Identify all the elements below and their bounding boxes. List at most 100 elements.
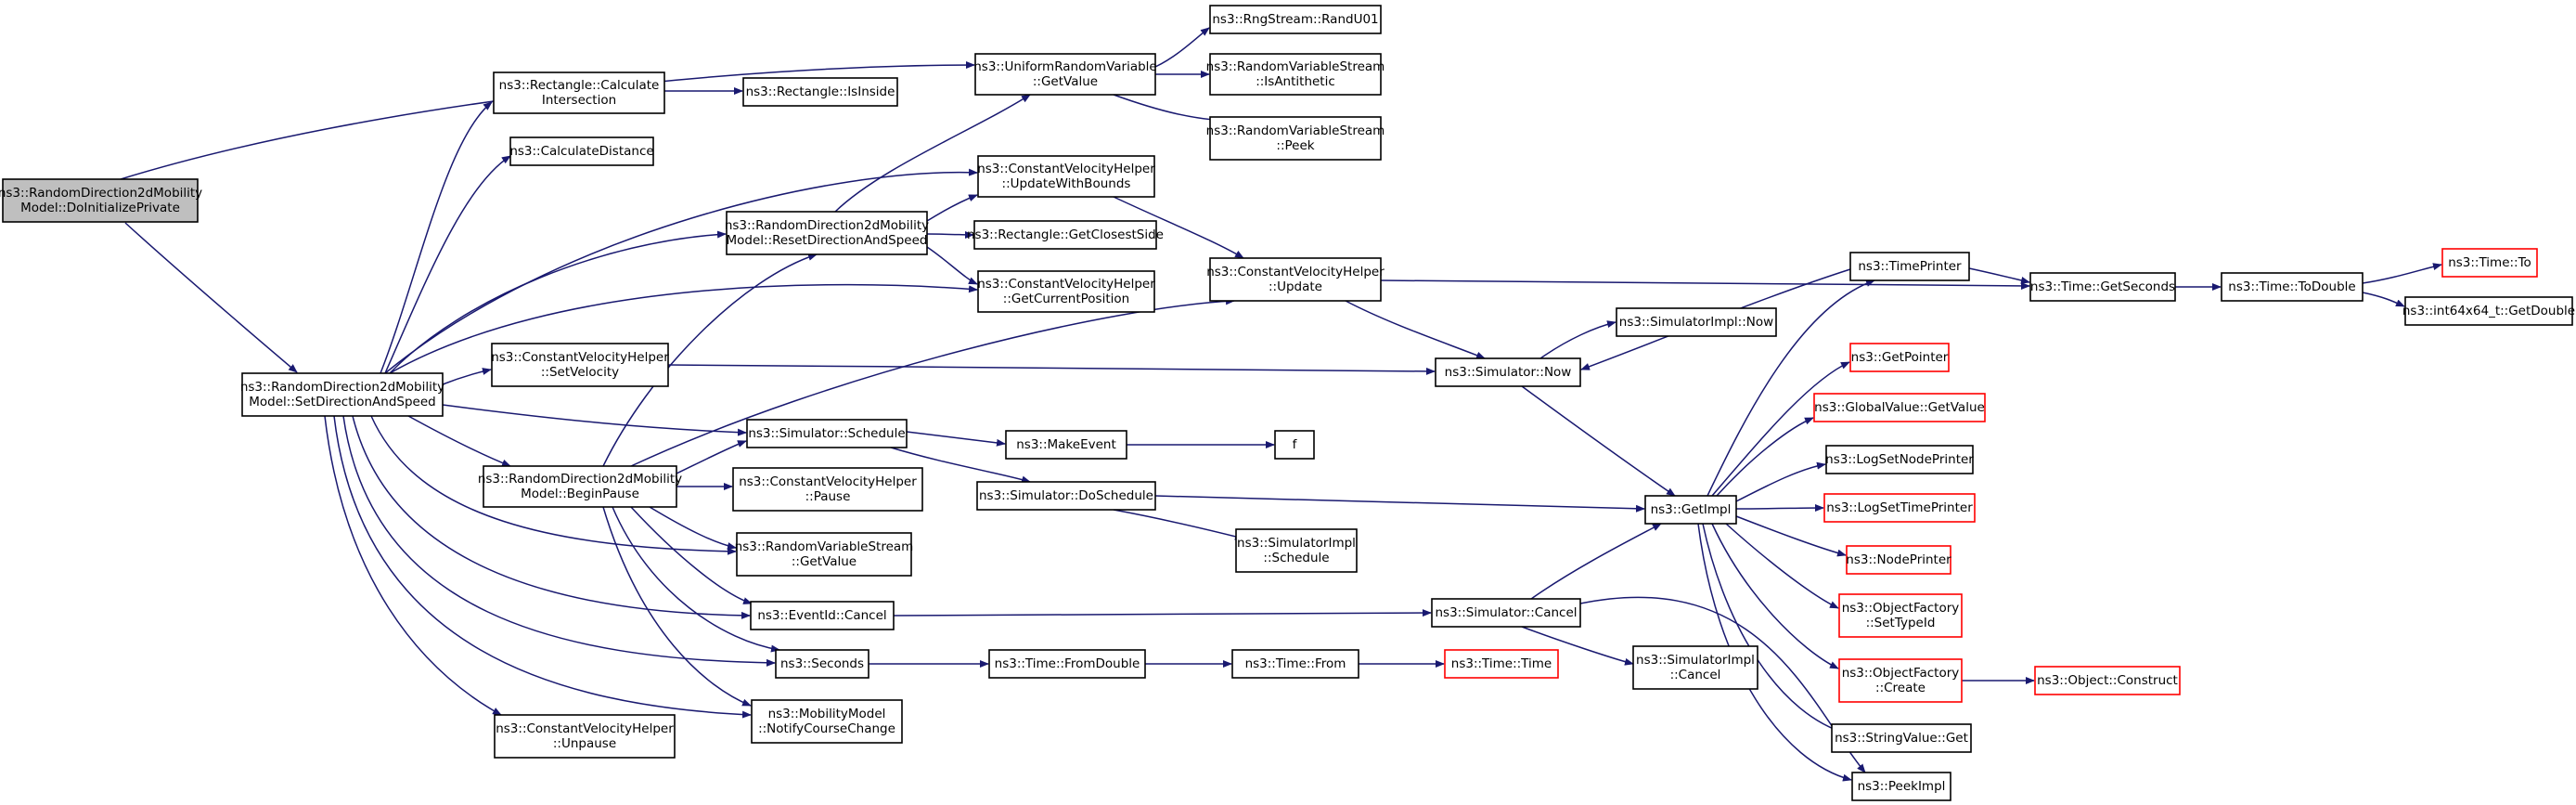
node-box	[732, 467, 923, 512]
edge-setdir-to-cd	[384, 155, 511, 374]
node-dos[interactable]: ns3::Simulator::DoSchedule	[976, 481, 1156, 511]
node-label: ::GetCurrentPosition	[1003, 292, 1129, 306]
edge-eic-to-scan	[893, 609, 1432, 617]
node-rvs[interactable]: ns3::RandomVariableStream::GetValue	[735, 532, 914, 577]
node-gcp[interactable]: ns3::ConstantVelocityHelper::GetCurrentP…	[977, 270, 1155, 313]
edge-sv-to-simnow	[667, 364, 1436, 375]
edge-setdir-to-rvs	[370, 415, 737, 555]
node-label: ::Create	[1875, 681, 1926, 695]
node-label: ::SetVelocity	[541, 365, 619, 380]
node-box	[973, 220, 1157, 250]
node-i64[interactable]: ns3::int64x64_t::GetDouble	[2402, 296, 2575, 326]
node-label: ns3::GetPointer	[1851, 350, 1949, 365]
node-reset[interactable]: ns3::RandomDirection2dMobilityModel::Res…	[725, 211, 929, 255]
node-label: ::NotifyCourseChange	[758, 721, 895, 736]
node-box	[1849, 343, 1950, 372]
node-anti[interactable]: ns3::RandomVariableStream::IsAntithetic	[1206, 53, 1385, 96]
node-mm[interactable]: ns3::MobilityModel::NotifyCourseChange	[751, 699, 903, 744]
edge-bp-to-reset	[602, 253, 818, 467]
edge-gi-to-tp	[1707, 279, 1875, 497]
node-label: ns3::ConstantVelocityHelper	[491, 350, 669, 365]
node-label: ns3::Time::Time	[1451, 656, 1552, 671]
node-cvp[interactable]: ns3::ConstantVelocityHelper::Pause	[732, 467, 923, 512]
node-box	[1813, 393, 1986, 422]
node-init: ns3::RandomDirection2dMobilityModel::DoI…	[0, 178, 202, 223]
node-rii[interactable]: ns3::Rectangle::IsInside	[742, 77, 898, 107]
edge-setdir-to-unp	[324, 415, 502, 716]
node-tgs[interactable]: ns3::Time::GetSeconds	[2029, 272, 2176, 302]
edge-reset-to-urv	[834, 94, 1031, 213]
node-label: ns3::RandomDirection2dMobility	[0, 186, 202, 201]
node-eic[interactable]: ns3::EventId::Cancel	[750, 601, 895, 630]
node-tto[interactable]: ns3::Time::To	[2441, 248, 2538, 278]
node-cvu[interactable]: ns3::ConstantVelocityHelper::Update	[1206, 257, 1385, 302]
node-bp[interactable]: ns3::RandomDirection2dMobilityModel::Beg…	[478, 465, 682, 508]
node-label: ns3::ConstantVelocityHelper	[739, 474, 917, 489]
node-sv[interactable]: ns3::ConstantVelocityHelper::SetVelocity	[491, 343, 669, 387]
node-label: ::GetValue	[1033, 74, 1098, 89]
node-label: ns3::Object::Construct	[2037, 673, 2178, 688]
edge-setdir-to-bp	[407, 415, 511, 467]
edge-uwb-to-cvu	[1113, 196, 1244, 259]
edge-gi-to-pi	[1697, 523, 1852, 782]
edge-init-to-setdir	[124, 222, 298, 373]
node-box	[750, 601, 895, 630]
node-scan[interactable]: ns3::Simulator::Cancel	[1431, 598, 1581, 628]
node-setdir[interactable]: ns3::RandomDirection2dMobilityModel::Set…	[240, 372, 444, 417]
node-peek[interactable]: ns3::RandomVariableStream::Peek	[1206, 116, 1385, 161]
node-lsnp[interactable]: ns3::LogSetNodePrinter	[1825, 445, 1974, 474]
edge-gi-to-svg	[1702, 523, 1848, 735]
edge-cvu-to-tgs	[1380, 279, 2030, 290]
node-tfd[interactable]: ns3::Time::FromDouble	[988, 649, 1146, 679]
edge-gi-to-ofc	[1711, 523, 1839, 669]
node-box	[1851, 772, 1951, 801]
node-oc[interactable]: ns3::Object::Construct	[2034, 666, 2181, 695]
node-ttd[interactable]: ns3::Time::ToDouble	[2221, 272, 2363, 302]
node-urv[interactable]: ns3::UniformRandomVariable::GetValue	[973, 53, 1157, 96]
node-sican[interactable]: ns3::SimulatorImpl::Cancel	[1632, 645, 1758, 690]
node-label: ::Update	[1269, 279, 1322, 294]
node-label: ::IsAntithetic	[1256, 74, 1335, 89]
node-gcs[interactable]: ns3::Rectangle::GetClosestSide	[967, 220, 1164, 250]
node-tfr[interactable]: ns3::Time::From	[1231, 649, 1359, 679]
node-label: Intersection	[542, 93, 616, 108]
edge-reset-to-uwb	[926, 194, 978, 222]
node-f[interactable]: f	[1274, 430, 1315, 460]
node-ofc[interactable]: ns3::ObjectFactory::Create	[1838, 658, 1963, 703]
node-sec[interactable]: ns3::Seconds	[775, 649, 869, 679]
node-box	[742, 77, 898, 107]
node-np[interactable]: ns3::NodePrinter	[1846, 545, 1951, 575]
edge-gi-to-gv	[1716, 417, 1814, 497]
edge-bp-to-eic	[630, 506, 753, 604]
node-box	[726, 211, 928, 255]
node-sinow[interactable]: ns3::SimulatorImpl::Now	[1616, 307, 1777, 337]
node-gp[interactable]: ns3::GetPointer	[1849, 343, 1950, 372]
node-ofst[interactable]: ns3::ObjectFactory::SetTypeId	[1838, 593, 1963, 638]
node-unp[interactable]: ns3::ConstantVelocityHelper::Unpause	[494, 714, 676, 759]
edge-gi-to-ofst	[1725, 523, 1839, 609]
node-rng[interactable]: ns3::RngStream::RandU01	[1209, 5, 1382, 34]
node-box	[976, 481, 1156, 511]
node-uwb[interactable]: ns3::ConstantVelocityHelper::UpdateWithB…	[977, 155, 1155, 198]
node-svg[interactable]: ns3::StringValue::Get	[1831, 723, 1972, 753]
node-cd[interactable]: ns3::CalculateDistance	[509, 136, 654, 166]
edge-scan-to-gi	[1530, 523, 1662, 600]
node-gi[interactable]: ns3::GetImpl	[1644, 495, 1737, 525]
node-gv[interactable]: ns3::GlobalValue::GetValue	[1813, 393, 1986, 422]
node-label: ns3::Rectangle::IsInside	[746, 84, 895, 99]
node-tp[interactable]: ns3::TimePrinter	[1849, 252, 1970, 281]
edge-setdir-to-eic	[352, 415, 751, 619]
node-sched[interactable]: ns3::Simulator::Schedule	[746, 419, 908, 448]
node-box	[1825, 445, 1974, 474]
node-pi[interactable]: ns3::PeekImpl	[1851, 772, 1951, 801]
node-label: ::Pause	[805, 489, 851, 504]
node-box	[1435, 357, 1581, 387]
node-label: ns3::LogSetNodePrinter	[1825, 452, 1974, 467]
node-tt[interactable]: ns3::Time::Time	[1444, 649, 1559, 679]
node-label: ns3::ConstantVelocityHelper	[1206, 265, 1385, 279]
node-simnow[interactable]: ns3::Simulator::Now	[1435, 357, 1581, 387]
node-sis[interactable]: ns3::SimulatorImpl::Schedule	[1235, 528, 1358, 573]
node-me[interactable]: ns3::MakeEvent	[1005, 430, 1127, 460]
node-lstp[interactable]: ns3::LogSetTimePrinter	[1823, 493, 1976, 523]
